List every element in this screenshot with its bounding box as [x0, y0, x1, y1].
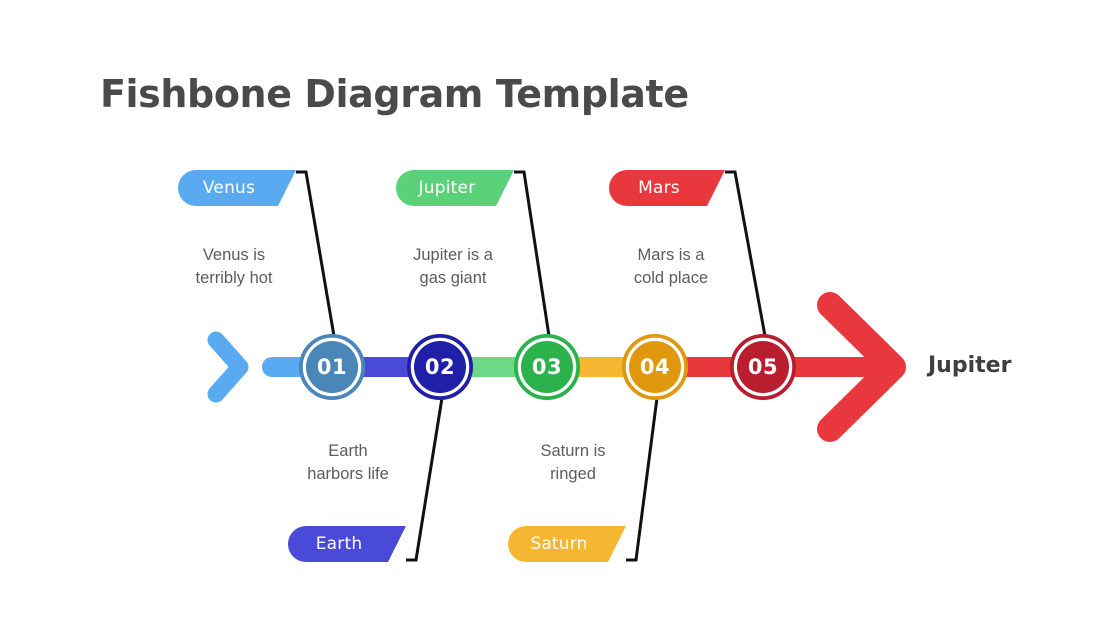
branch-tag-shape-saturn — [508, 526, 626, 562]
branch-tag-mars[interactable]: Mars — [609, 170, 725, 206]
branch-tag-venus[interactable]: Venus — [178, 170, 296, 206]
node-03[interactable]: 03 — [514, 334, 580, 400]
branch-tag-fill-jupiter — [396, 170, 514, 206]
branch-description-venus: Venus is terribly hot — [195, 246, 273, 288]
node-outer-ring-01 — [299, 334, 365, 400]
branch-tag-jupiter[interactable]: Jupiter — [396, 170, 514, 206]
node-disc-05 — [737, 341, 789, 393]
head-label: Jupiter — [928, 353, 1012, 378]
branch-description-earth: Earth harbors life — [307, 442, 389, 484]
branch-tag-fill-mars — [609, 170, 725, 206]
branch-tag-label-saturn: Saturn — [530, 534, 588, 554]
node-disc-01 — [306, 341, 358, 393]
branch-tag-fill-venus — [178, 170, 296, 206]
branch-description-jupiter: Jupiter is a gas giant — [413, 246, 493, 288]
node-number-label: 01 — [316, 354, 348, 379]
node-gap-ring-04 — [625, 337, 685, 397]
node-number-label: 05 — [747, 354, 779, 379]
branch-tag-saturn[interactable]: Saturn — [508, 526, 626, 562]
branch-tag-fill-earth — [288, 526, 406, 562]
node-outer-ring-05 — [730, 334, 796, 400]
branch-tag-label-venus: Venus — [202, 178, 256, 198]
node-04[interactable]: 04 — [622, 334, 688, 400]
node-gap-ring-02 — [410, 337, 470, 397]
node-disc-04 — [629, 341, 681, 393]
connector-lines — [296, 170, 767, 562]
branch-description-saturn: Saturn is ringed — [540, 442, 606, 484]
branch-tag-shape-mars — [609, 170, 725, 206]
node-gap-ring-01 — [302, 337, 362, 397]
branch-description-mars: Mars is a cold place — [633, 246, 709, 288]
node-number-label: 03 — [531, 354, 563, 379]
connector-jupiter — [514, 170, 551, 337]
node-02[interactable]: 02 — [407, 334, 473, 400]
node-05[interactable]: 05 — [730, 334, 796, 400]
node-01[interactable]: 01 — [299, 334, 365, 400]
node-outer-ring-02 — [407, 334, 473, 400]
branch-tag-earth[interactable]: Earth — [288, 526, 406, 562]
branch-tag-fill-saturn — [508, 526, 626, 562]
node-disc-03 — [521, 341, 573, 393]
tail-chevron-path — [207, 331, 249, 403]
branch-tag-shape-jupiter — [396, 170, 514, 206]
connector-mars — [725, 170, 767, 337]
branch-tag-label-earth: Earth — [315, 534, 363, 554]
branch-tag-shape-earth — [288, 526, 406, 562]
node-gap-ring-05 — [733, 337, 793, 397]
node-gap-ring-03 — [517, 337, 577, 397]
branch-tag-label-jupiter: Jupiter — [418, 178, 476, 198]
connector-earth — [406, 397, 444, 562]
branch-tag-label-mars: Mars — [638, 178, 680, 198]
node-outer-ring-04 — [622, 334, 688, 400]
node-number-label: 04 — [639, 354, 671, 379]
connector-venus — [296, 170, 336, 337]
node-disc-02 — [414, 341, 466, 393]
page-title: Fishbone Diagram Template — [100, 72, 689, 116]
node-rings — [299, 334, 796, 400]
tail-chevron-icon — [207, 331, 249, 403]
node-outer-ring-03 — [514, 334, 580, 400]
arrow-head-icon — [817, 292, 906, 442]
branch-tag-shape-venus — [178, 170, 296, 206]
arrow-head-path — [817, 292, 906, 442]
connector-saturn — [626, 397, 659, 562]
node-number-label: 02 — [424, 354, 456, 379]
